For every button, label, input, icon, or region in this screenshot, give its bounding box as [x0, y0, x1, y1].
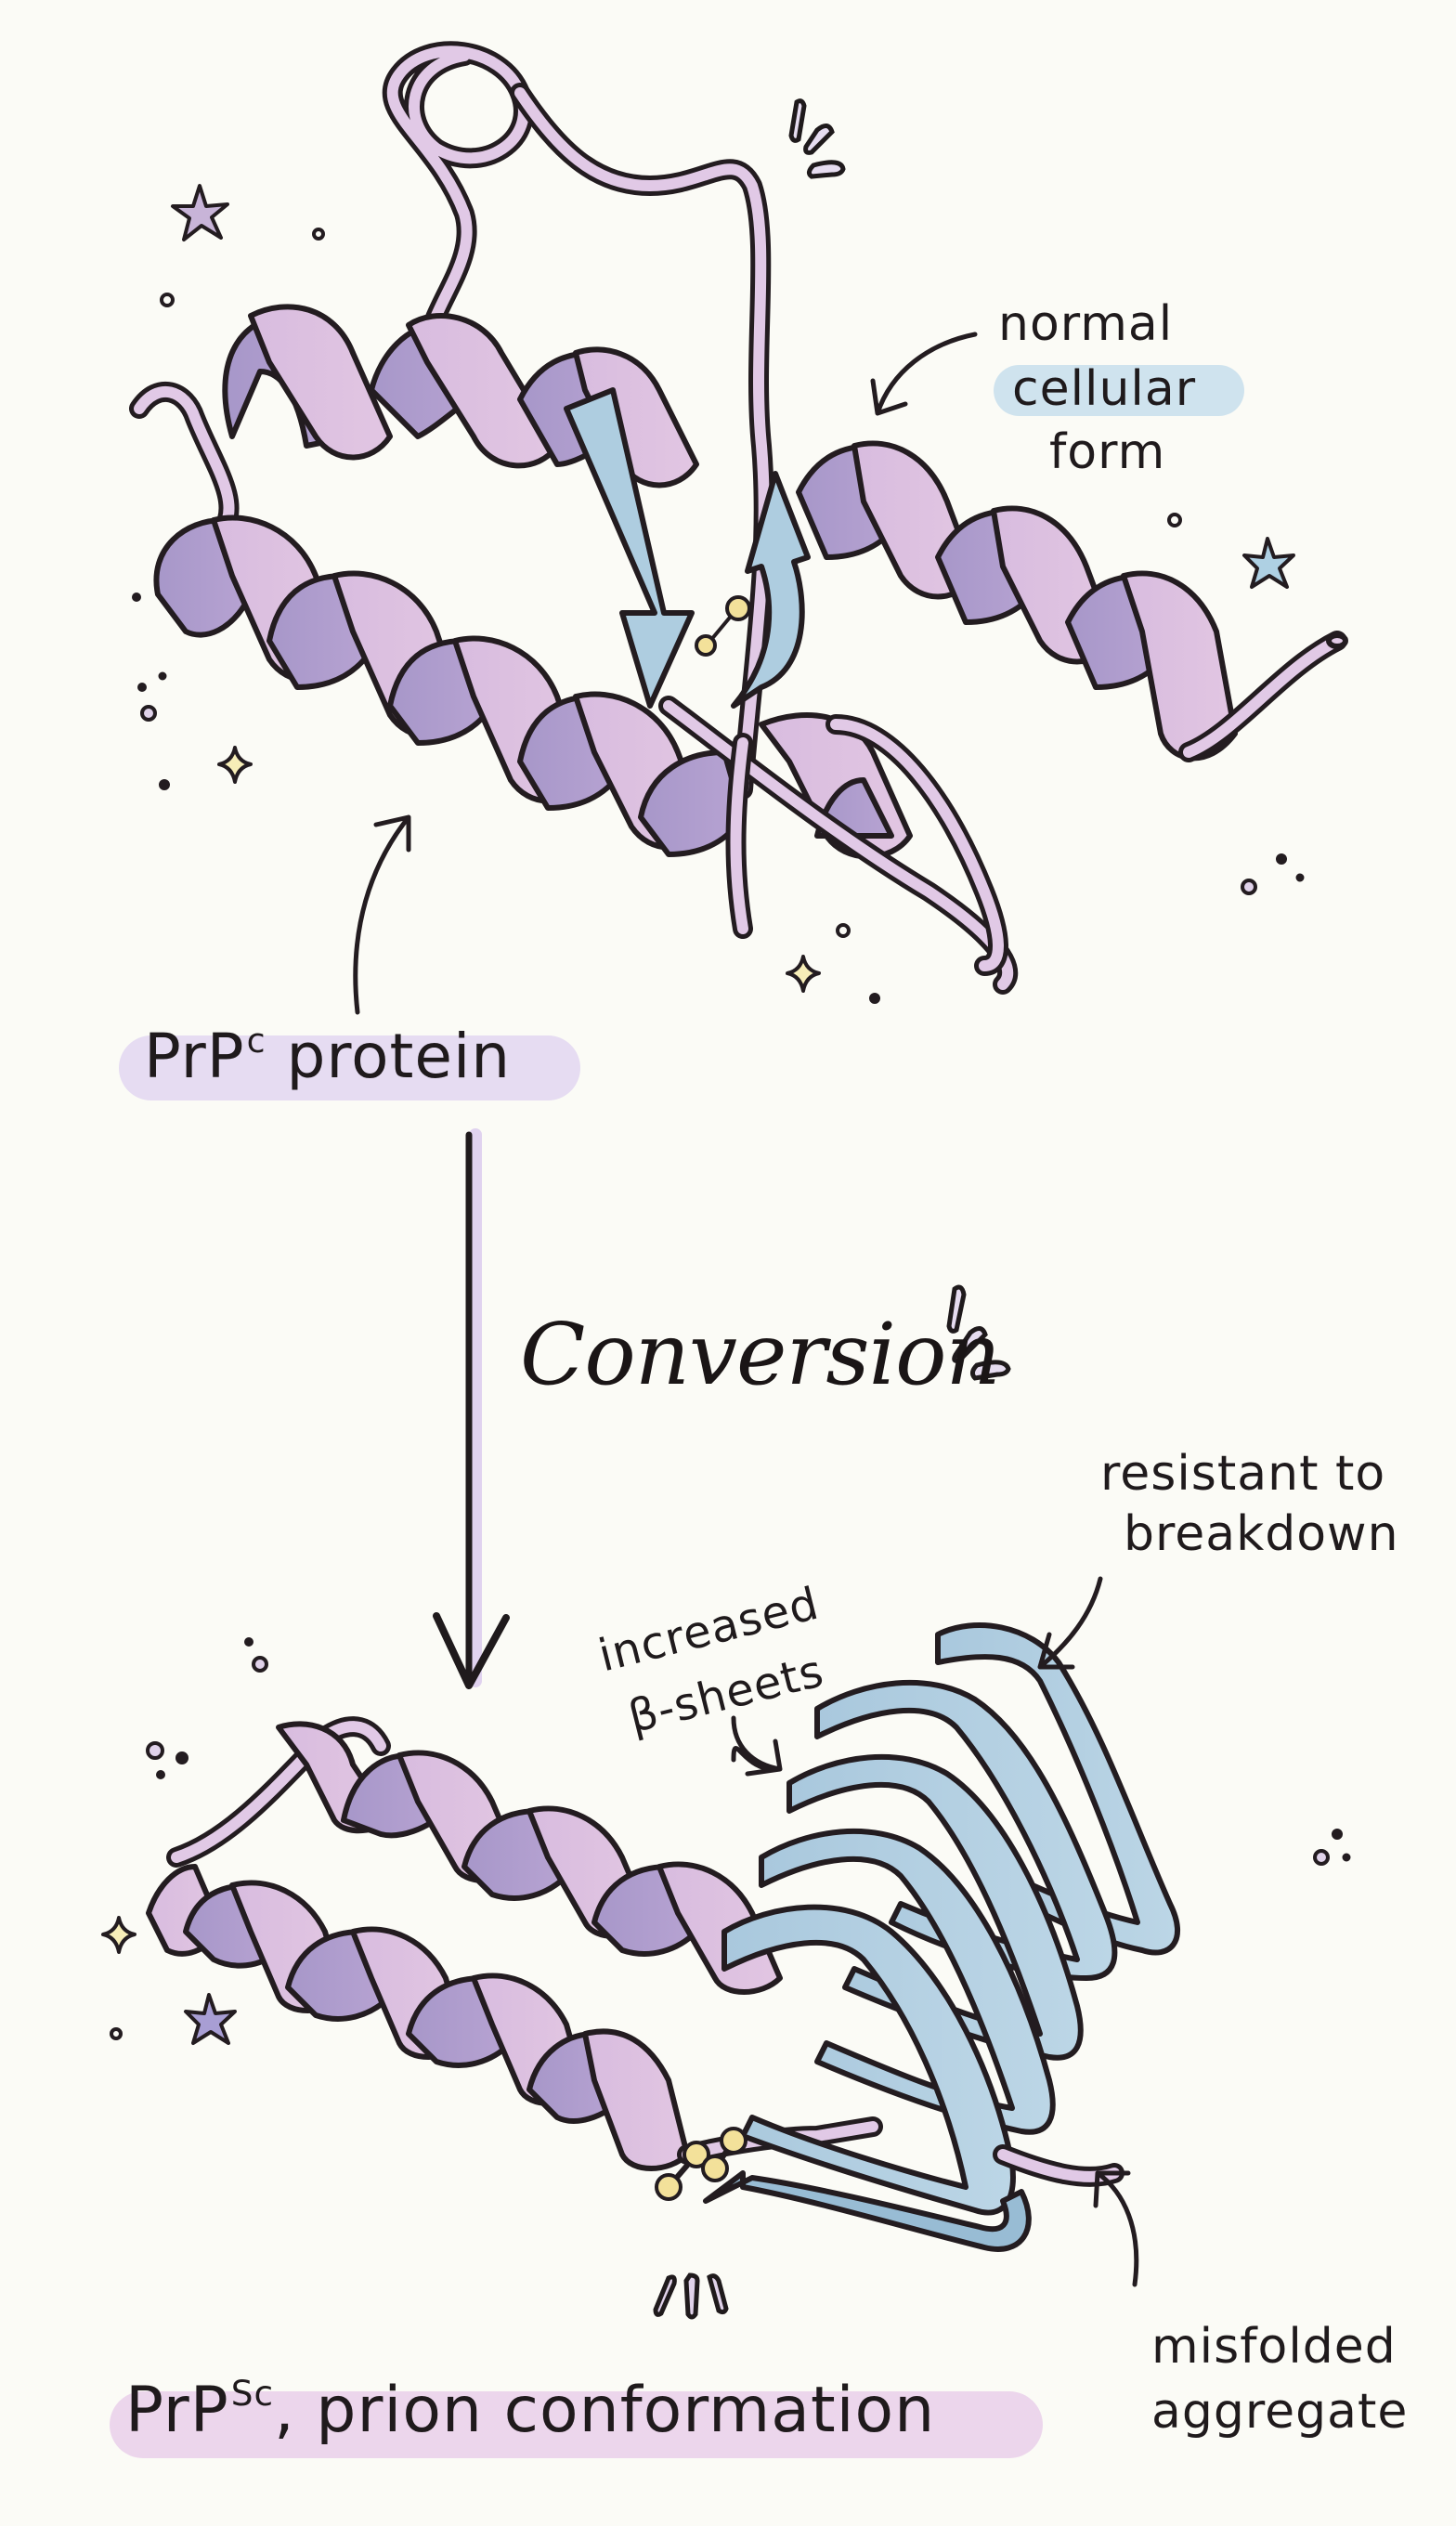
beta-sheet-stack: [703, 1622, 1181, 2252]
prpc-suffix: protein: [266, 1021, 512, 1093]
star-icon: [171, 184, 229, 241]
disulfide-bond-native: [695, 595, 751, 657]
prpsc-structure: [146, 1622, 1181, 2252]
conversion-label: Conversion: [520, 1305, 1001, 1404]
annotation-breakdown: breakdown: [1124, 1506, 1399, 1562]
sparkle-icon: [217, 746, 253, 784]
helix-bottom-crossing: [658, 696, 1019, 995]
annotation-aggregate: aggregate: [1151, 2384, 1409, 2440]
prpc-structure: [129, 41, 1348, 995]
beta-strands-native: [564, 387, 811, 709]
arrow-misfolded: [1093, 2170, 1139, 2287]
arrow-prpc-label: [353, 814, 411, 1015]
prpc-superscript: c: [246, 1021, 266, 1061]
prpsc-title: PrPSc, prion conformation: [125, 2373, 935, 2443]
sparkle-icon: [101, 1916, 136, 1954]
annotation-cellular: cellular: [1012, 361, 1197, 417]
helix-prpsc-lower: [146, 1864, 883, 2171]
disulfide-bond-prpsc: [655, 2127, 748, 2201]
emphasis-marks-top: [788, 98, 846, 179]
helix-right: [796, 440, 1348, 762]
emphasis-marks-bottom: [653, 2272, 729, 2320]
prpsc-name: PrP: [125, 2374, 229, 2448]
prpsc-superscript: Sc: [230, 2373, 275, 2414]
annotation-normal: normal: [998, 296, 1174, 352]
decorations: [101, 184, 1351, 2045]
star-icon: [184, 1993, 237, 2045]
sparkle-icon: [786, 955, 821, 993]
highlight-prpc: [119, 1035, 580, 1100]
prpc-name: PrP: [144, 1021, 245, 1093]
annotation-form: form: [1049, 424, 1166, 480]
prpc-title: PrPc protein: [144, 1021, 512, 1093]
arrow-resistant: [1037, 1576, 1103, 1670]
annotation-resistant: resistant to: [1100, 1446, 1386, 1502]
arrow-beta-sheets: [731, 1715, 783, 1777]
highlight-cellular: [994, 365, 1244, 416]
prpsc-suffix: , prion conformation: [274, 2374, 936, 2448]
conversion-arrow: [433, 1128, 510, 1689]
helix-lower: [153, 514, 746, 857]
star-icon: [1242, 537, 1295, 589]
arrow-normal-form: [870, 332, 978, 416]
highlight-prpsc: [110, 2391, 1043, 2458]
emphasis-marks-conversion: [946, 1284, 1011, 1381]
coil-loop: [382, 41, 774, 800]
annotation-misfolded: misfolded: [1151, 2319, 1397, 2375]
